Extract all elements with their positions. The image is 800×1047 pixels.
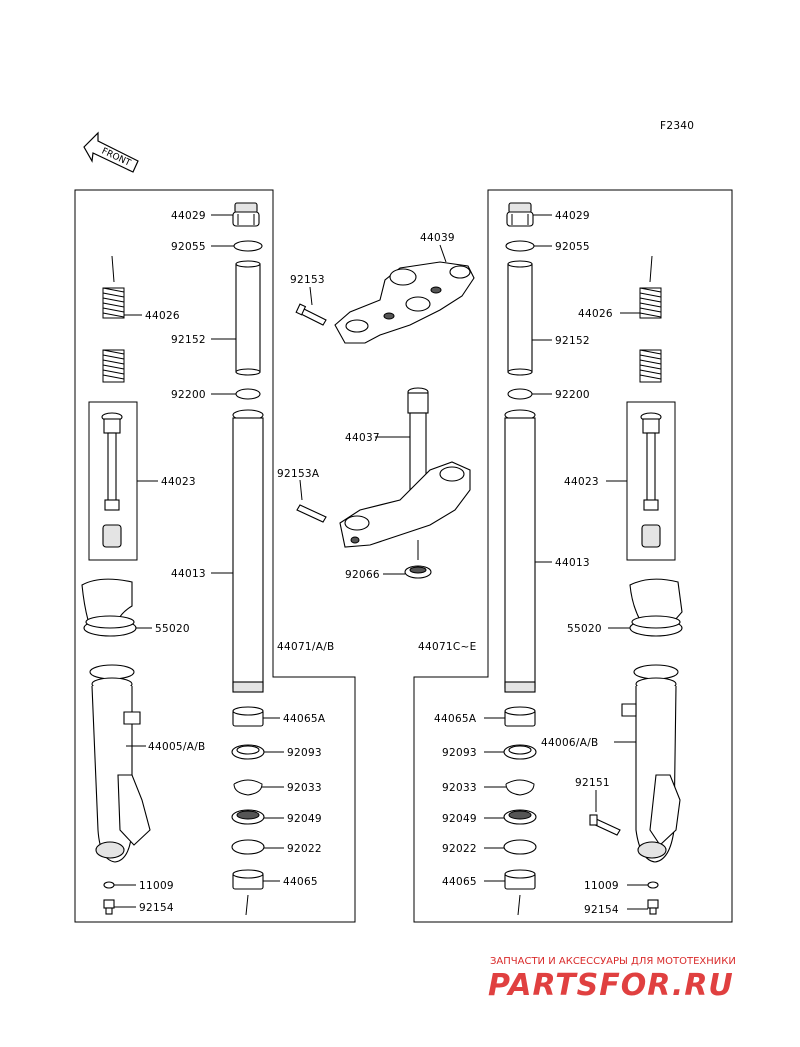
label-11009-right: 11009 <box>584 880 619 892</box>
clamp-bolt-upper <box>295 286 327 326</box>
label-44005-left: 44005/A/B <box>148 741 206 753</box>
circlip-right <box>505 779 535 796</box>
label-55020-left: 55020 <box>155 623 190 635</box>
label-44023-right: 44023 <box>564 476 599 488</box>
label-92200-right: 92200 <box>555 389 590 401</box>
label-92022-left: 92022 <box>287 843 322 855</box>
label-44013-right: 44013 <box>555 557 590 569</box>
label-44037: 44037 <box>345 432 380 444</box>
slide-bush-right <box>504 706 536 727</box>
clamp-bolt-lower <box>296 479 327 523</box>
axle-clamp-bolt <box>589 790 621 836</box>
label-92154-right: 92154 <box>584 904 619 916</box>
fork-cap-bolt-right <box>506 202 534 227</box>
label-92200-left: 92200 <box>171 389 206 401</box>
label-92153A: 92153A <box>277 468 320 480</box>
dust-seal-left <box>231 809 265 825</box>
diagram-code: F2340 <box>660 120 694 132</box>
right-assembly-label: 44071C~E <box>418 641 477 653</box>
spacer-pipe-left <box>235 260 261 376</box>
o-ring-left <box>233 240 263 252</box>
watermark-logo: PARTSFOR.RU <box>488 968 734 1003</box>
label-44065-left: 44065 <box>283 876 318 888</box>
front-arrow-icon: FRONT <box>83 131 139 173</box>
inner-tube-left <box>232 409 264 693</box>
label-44026-left: 44026 <box>145 310 180 322</box>
left-fork-group-box <box>74 189 356 923</box>
drain-bolt-left <box>103 899 115 915</box>
label-44026-right: 44026 <box>578 308 613 320</box>
oil-seal-right <box>503 744 537 760</box>
label-44065A-right: 44065A <box>434 713 477 725</box>
steering-bearing <box>404 540 432 579</box>
dust-seal-right <box>503 809 537 825</box>
label-92152-right: 92152 <box>555 335 590 347</box>
label-92022-right: 92022 <box>442 843 477 855</box>
label-92154-left: 92154 <box>139 902 174 914</box>
washer-left <box>235 388 261 400</box>
label-92055-left: 92055 <box>171 241 206 253</box>
steering-stem <box>339 387 471 548</box>
label-92093-right: 92093 <box>442 747 477 759</box>
guide-bush-left <box>232 869 264 916</box>
label-92151-right: 92151 <box>575 777 610 789</box>
label-44013-left: 44013 <box>171 568 206 580</box>
label-92153: 92153 <box>290 274 325 286</box>
seal-washer-right <box>503 839 537 855</box>
oil-seal-left <box>231 744 265 760</box>
gasket-right <box>647 881 659 889</box>
slide-bush-left <box>232 706 264 727</box>
left-assembly-label: 44071/A/B <box>277 641 335 653</box>
fork-guard-right <box>629 578 683 637</box>
label-44065-right: 44065 <box>442 876 477 888</box>
cylinder-unit-left <box>101 412 123 548</box>
fork-guard-left <box>81 578 137 637</box>
label-92152-left: 92152 <box>171 334 206 346</box>
right-fork-group-box <box>413 189 733 923</box>
drain-bolt-right <box>647 899 659 915</box>
fork-spring-right <box>639 255 662 383</box>
label-92049-right: 92049 <box>442 813 477 825</box>
label-92033-right: 92033 <box>442 782 477 794</box>
label-92093-left: 92093 <box>287 747 322 759</box>
label-11009-left: 11009 <box>139 880 174 892</box>
label-92033-left: 92033 <box>287 782 322 794</box>
label-44029-left: 44029 <box>171 210 206 222</box>
outer-tube-right <box>621 664 681 863</box>
watermark-subtitle: ЗАПЧАСТИ И АКСЕССУАРЫ ДЛЯ МОТОТЕХНИКИ <box>490 956 736 967</box>
gasket-left <box>103 881 115 889</box>
label-44006-right: 44006/A/B <box>541 737 599 749</box>
o-ring-right <box>505 240 535 252</box>
fork-spring-left <box>102 255 125 383</box>
washer-right <box>507 388 533 400</box>
label-92066: 92066 <box>345 569 380 581</box>
seal-washer-left <box>231 839 265 855</box>
guide-bush-right <box>504 869 536 916</box>
label-44029-right: 44029 <box>555 210 590 222</box>
label-55020-right: 55020 <box>567 623 602 635</box>
cylinder-unit-right <box>640 412 662 548</box>
upper-bracket <box>334 244 475 344</box>
label-92055-right: 92055 <box>555 241 590 253</box>
inner-tube-right <box>504 409 536 693</box>
outer-tube-left <box>89 664 151 863</box>
label-92049-left: 92049 <box>287 813 322 825</box>
spacer-pipe-right <box>507 260 533 376</box>
watermark: ЗАПЧАСТИ И АКСЕССУАРЫ ДЛЯ МОТОТЕХНИКИ PA… <box>488 956 736 1003</box>
label-44065A-left: 44065A <box>283 713 326 725</box>
fork-cap-bolt-left <box>232 202 260 227</box>
label-44023-left: 44023 <box>161 476 196 488</box>
circlip-left <box>233 779 263 796</box>
label-44039: 44039 <box>420 232 455 244</box>
